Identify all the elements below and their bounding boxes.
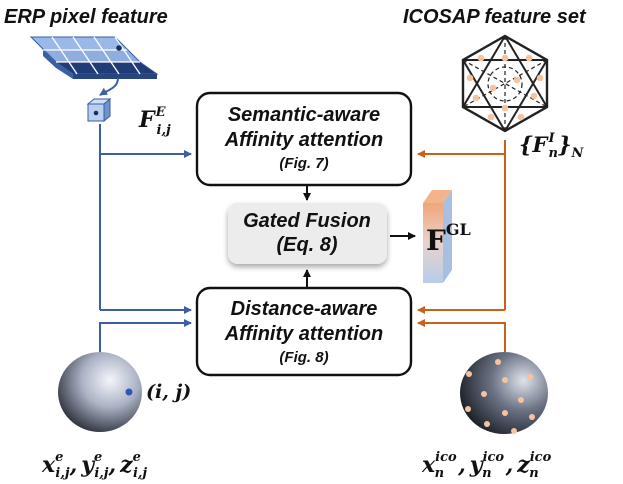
distance-title-line2: Affinity attention bbox=[224, 323, 384, 345]
distance-title-line1: Distance-aware bbox=[231, 298, 378, 320]
gated-fusion-eq-ref: (Eq. 8) bbox=[276, 234, 337, 256]
pixel-index-label: (i, j) bbox=[146, 381, 191, 403]
erp-sphere-icon bbox=[58, 352, 142, 432]
erp-pixel-cube-icon bbox=[86, 97, 112, 123]
gated-fusion-box bbox=[228, 203, 387, 264]
erp-flow-lines bbox=[99, 124, 192, 352]
semantic-title-line2: Affinity attention bbox=[224, 129, 384, 151]
ico-sphere-icon bbox=[460, 352, 548, 434]
semantic-affinity-box bbox=[195, 91, 413, 187]
semantic-figure-ref: (Fig. 7) bbox=[279, 155, 328, 172]
erp-grid-icon bbox=[29, 36, 159, 79]
gated-fusion-title: Gated Fusion bbox=[243, 210, 371, 232]
semantic-title-line1: Semantic-aware bbox=[228, 104, 380, 126]
distance-affinity-box bbox=[195, 286, 413, 377]
ico-flow-lines bbox=[417, 140, 506, 352]
output-feature-label: FGL bbox=[426, 220, 471, 257]
distance-figure-ref: (Fig. 8) bbox=[279, 349, 328, 366]
icosap-header: ICOSAP feature set bbox=[403, 6, 587, 28]
output-feature-block bbox=[423, 190, 452, 283]
icosahedron-icon bbox=[461, 34, 549, 133]
erp-header: ERP pixel feature bbox=[4, 6, 168, 28]
